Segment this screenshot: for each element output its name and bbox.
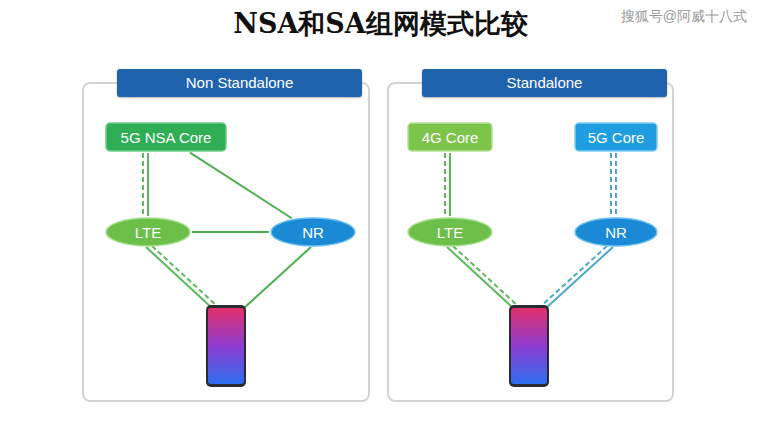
watermark: 搜狐号@阿威十八式 [621, 8, 747, 26]
connector-line [190, 153, 292, 219]
phone-links [146, 246, 613, 308]
node-label: LTE [135, 224, 161, 241]
connector-line [449, 153, 451, 216]
phone-left [206, 305, 246, 387]
node-outline [575, 218, 657, 246]
connector [611, 153, 616, 216]
radio-ellipse: NR [574, 217, 658, 247]
core-box: 4G Core [407, 122, 493, 152]
connector-line [615, 153, 617, 216]
radio-ellipse: LTE [105, 217, 191, 247]
connector-line [142, 153, 144, 216]
connector-line [444, 153, 446, 216]
node-label: 4G Core [422, 129, 479, 146]
panel-header: Standalone [422, 69, 667, 97]
connector-line [192, 231, 269, 233]
connector [445, 153, 450, 216]
phone-right [509, 305, 549, 387]
connector [143, 153, 148, 216]
node-outline [106, 123, 226, 151]
node-outline [408, 123, 492, 151]
network-panel: Non Standalone5G NSA CoreLTENR [82, 82, 370, 402]
connector [190, 153, 292, 219]
panel-header: Non Standalone [117, 69, 362, 97]
connector-line [147, 153, 149, 216]
radio-ellipse: LTE [407, 217, 493, 247]
node-outline [408, 218, 492, 246]
node-label: NR [605, 224, 627, 241]
node-outline [575, 123, 657, 151]
node-outline [271, 218, 355, 246]
node-label: 5G Core [588, 129, 645, 146]
core-box: 5G Core [574, 122, 658, 152]
connector-line [610, 153, 612, 216]
node-label: LTE [437, 224, 463, 241]
node-label: 5G NSA Core [121, 129, 212, 146]
connector [192, 232, 269, 233]
radio-ellipse: NR [270, 217, 356, 247]
node-label: NR [302, 224, 324, 241]
network-panel: Standalone4G Core5G CoreLTENR [387, 82, 674, 402]
node-outline [106, 218, 190, 246]
core-box: 5G NSA Core [105, 122, 227, 152]
